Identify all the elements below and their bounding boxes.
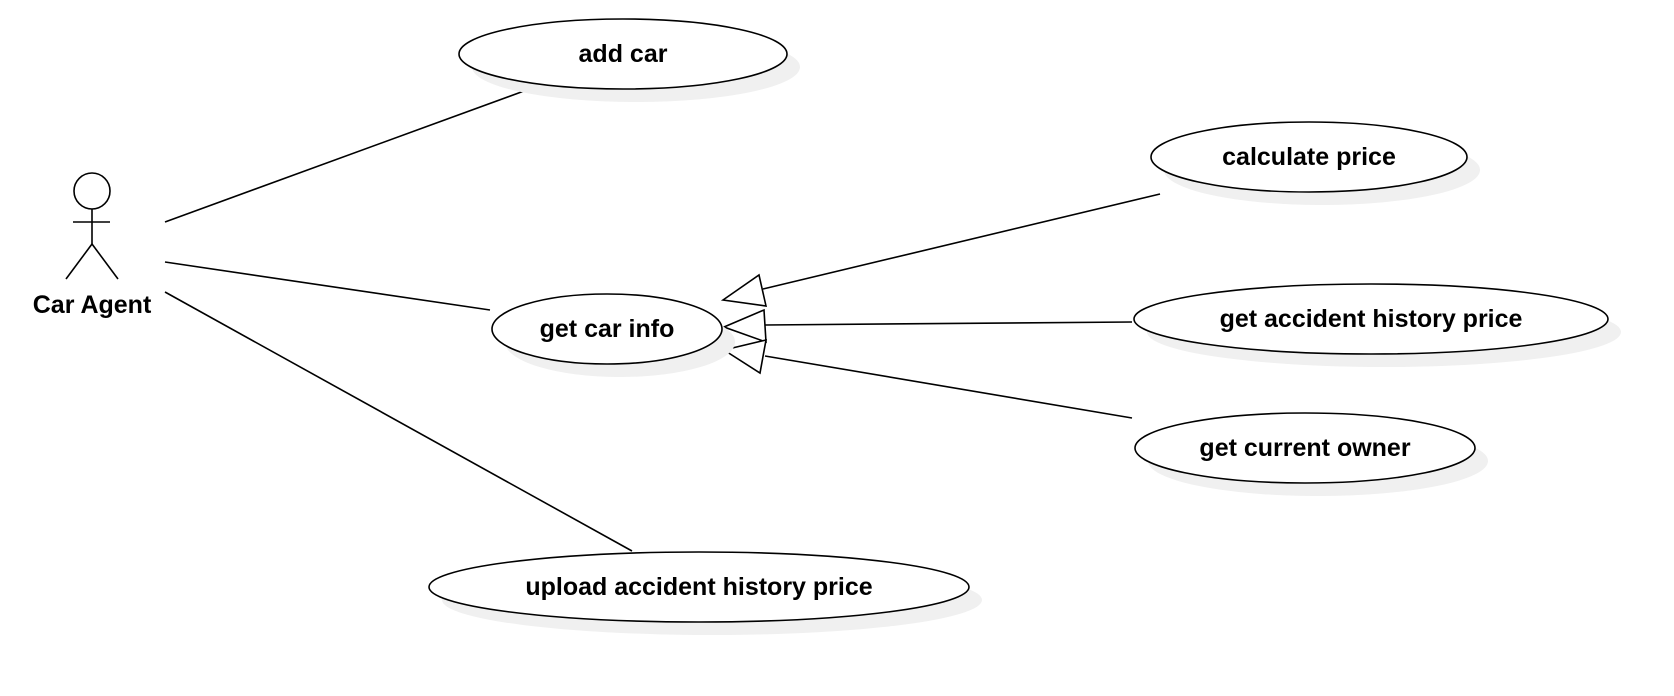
use-case-get-current-owner[interactable]: get current owner [1134, 412, 1488, 496]
generalization-line-calculate-price [762, 193, 1161, 290]
association-line-get-car-info [164, 261, 491, 311]
use-case-get-accident-history-price[interactable]: get accident history price [1133, 283, 1621, 367]
actor-label: Car Agent [33, 291, 152, 319]
generalization-line-get-current-owner [764, 355, 1133, 419]
use-case-ellipse [1134, 412, 1476, 484]
use-case-upload-accident-history-price[interactable]: upload accident history price [428, 551, 982, 635]
use-case-label-upload-accident-history-price: upload accident history price [525, 573, 872, 601]
use-case-ellipse [1150, 121, 1468, 193]
association-line-upload-accident-history-price [164, 291, 633, 552]
use-case-label-calculate-price: calculate price [1222, 143, 1396, 171]
actor-stick-figure-icon [65, 172, 119, 280]
actor-car-agent[interactable]: Car Agent [33, 172, 152, 319]
actor-right-leg [91, 243, 119, 280]
use-case-calculate-price[interactable]: calculate price [1150, 121, 1480, 205]
use-case-add-car[interactable]: add car [458, 18, 800, 102]
use-case-ellipse [458, 18, 788, 90]
actor-head [73, 172, 111, 210]
use-case-ellipse [491, 293, 723, 365]
generalization-line-get-accident-history-price [764, 321, 1133, 326]
association-line-add-car [164, 90, 525, 223]
generalization-arrowhead-get-current-owner [721, 338, 768, 375]
use-case-ellipse [428, 551, 970, 623]
use-case-label-get-car-info: get car info [540, 315, 675, 343]
use-case-get-car-info[interactable]: get car info [491, 293, 735, 377]
generalization-arrowhead-calculate-price [720, 273, 768, 307]
use-case-ellipse [1133, 283, 1609, 355]
generalization-arrowhead-get-accident-history-price [721, 308, 767, 344]
use-case-label-add-car: add car [579, 40, 668, 68]
use-case-label-get-current-owner: get current owner [1199, 434, 1410, 462]
actor-left-leg [65, 243, 93, 280]
use-case-label-get-accident-history-price: get accident history price [1220, 305, 1523, 333]
